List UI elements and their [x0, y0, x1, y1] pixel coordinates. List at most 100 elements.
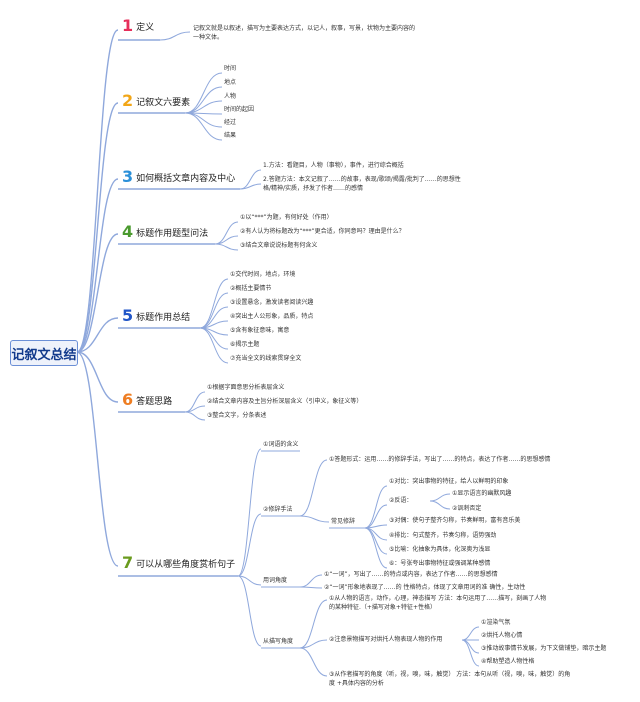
connector-line — [239, 183, 262, 190]
connector-line — [184, 411, 206, 421]
list-item: ③对偶：使句子整齐匀称，节奏鲜明，富有音乐美 — [389, 517, 521, 524]
root-connector — [76, 102, 119, 353]
list-item: ②“一词”形象地表现了……的 性格特点，体现了文章用词的准 确性，生动性 — [324, 584, 526, 591]
root-connector — [76, 351, 119, 403]
list-item: ③设置悬念，激发读者阅读兴趣 — [230, 299, 314, 306]
list-item: ④排比：句式整齐，节奏匀称，语势强劲 — [389, 532, 497, 539]
connector-line — [299, 647, 328, 677]
root-connector — [76, 317, 119, 353]
leaf-connector — [159, 31, 191, 41]
sub-node: 从描写角度 — [263, 638, 294, 645]
list-item: ⑤比喻：化抽象为具体，化深奥为浅显 — [389, 546, 491, 553]
connector-line — [364, 527, 388, 569]
list-item: ②反语： — [389, 497, 413, 504]
list-item: ③整合文字，分条表述 — [207, 412, 267, 419]
root-connector — [76, 233, 119, 353]
list-item: 时间 — [224, 65, 237, 72]
connector-line — [237, 448, 262, 577]
branch-number: 1 — [122, 16, 134, 35]
connector-line — [429, 493, 451, 502]
connector-line — [199, 292, 229, 329]
rhetoric-answer-format: ①答题形式：运用……的修辞手法，写出了……的特点，表达了作者……的思想感情 — [329, 456, 551, 463]
branch-label: 标题作用总结 — [136, 312, 191, 323]
list-item: 地点 — [224, 79, 237, 86]
connector-line — [184, 86, 223, 114]
sub-node: 常见修辞 — [331, 518, 356, 525]
branch-number: 3 — [122, 167, 134, 186]
list-item: ①对比：突出事物的特征，给人以鲜明的印象 — [389, 478, 509, 485]
connector-line — [184, 112, 223, 141]
branch-label: 标题作用题型问法 — [136, 228, 209, 239]
sub-node: ①词语的含义 — [263, 441, 299, 448]
connector-line — [184, 112, 223, 128]
connector-line — [364, 504, 388, 529]
branch-number: 5 — [122, 306, 134, 325]
connector-line — [299, 459, 328, 517]
connector-line — [364, 527, 388, 555]
root-node: 记叙文总结 — [10, 340, 78, 366]
root-connector — [76, 29, 119, 353]
connector-line — [299, 515, 330, 523]
list-item: ⑦充当全文的线索贯穿全文 — [230, 355, 302, 362]
list-item: ⑥揭示主题 — [230, 341, 260, 348]
connector-line — [237, 575, 262, 647]
list-item: ②讽刺否定 — [452, 505, 482, 512]
list-item: ①显示语言的幽默风趣 — [452, 490, 512, 497]
root-connector — [76, 178, 119, 353]
branch-number: 2 — [122, 91, 134, 110]
connector-line — [299, 574, 323, 588]
list-item: 人物 — [224, 93, 237, 100]
list-item: ③结合文章说说标题有何含义 — [240, 242, 318, 249]
list-item: ②结合文章内容及主旨分析深层含义（引申义，象征义等） — [207, 398, 363, 405]
list-item: ④突出主人公形象，品质，特点 — [230, 313, 314, 320]
root-connector — [76, 351, 119, 567]
list-item: 经过 — [224, 119, 237, 126]
connector-line — [199, 278, 229, 329]
list-item: ①从人物的语言，动作，心理，神态描写 方法：本句运用了……描写，刻画了人物 的某… — [329, 595, 547, 611]
connector-line — [461, 639, 480, 654]
connector-line — [429, 500, 451, 510]
list-item: 2.答题方法：本文记叙了……的故事，表现/歌颂/揭露/批判了……的思想性格/精神… — [263, 176, 461, 192]
list-item: ③推动故事情节发展，为下文做铺垫，暗示主题 — [481, 645, 607, 652]
list-item: ③从作者描写的角度（听，视，嗅，味，触觉） 方法：本句从听（视，嗅，味，触觉）的… — [329, 671, 571, 687]
connector-line — [237, 575, 262, 586]
branch-label: 记叙文六要素 — [136, 97, 191, 108]
branch-number: 4 — [122, 222, 134, 241]
list-item: ①渲染气氛 — [481, 619, 511, 626]
list-item: ⑥：号张夸出事物特征或强调某种感情 — [389, 560, 491, 567]
list-item: ②有人认为将标题改为“***”更合适，你同意吗？理由是什么？ — [240, 228, 405, 235]
connector-line — [199, 327, 229, 364]
branch-label: 答题思路 — [136, 396, 173, 407]
branch-label: 定义 — [136, 22, 155, 33]
connector-line — [299, 586, 323, 589]
list-item: ①“一词”，写出了……的特点或内容，表达了作者……的思想感情 — [324, 571, 498, 578]
list-item: 结果 — [224, 132, 237, 139]
list-item: ②概括主要情节 — [230, 285, 272, 292]
list-item: ②烘托人物心情 — [481, 632, 523, 639]
branch-label: 如何概括文章内容及中心 — [136, 173, 236, 184]
list-item: ②注意景物描写对烘托人物表现人物的作用 — [329, 636, 443, 643]
branch-number: 7 — [122, 553, 134, 572]
root-label: 记叙文总结 — [11, 347, 77, 363]
definition-text: 记叙文就是以叙述，描写为主要表达方式，以记人，叙事，写景，状物为主要内容的 一种… — [193, 25, 416, 41]
list-item: ①以“***”为题，有何好处（作用） — [240, 214, 333, 221]
list-item: ④帮助塑造人物性格 — [481, 658, 535, 665]
list-item: 1.方法：看题目，人物（事物），事件，进行综合概括 — [263, 162, 404, 169]
list-item: 时间的起因 — [224, 106, 255, 113]
connector-line — [461, 626, 480, 641]
connector-line — [214, 243, 239, 251]
connector-line — [237, 513, 262, 577]
connector-line — [299, 639, 328, 649]
sub-node: ②修辞手法 — [263, 506, 293, 513]
branch-number: 6 — [122, 390, 134, 409]
connector-line — [299, 599, 328, 649]
connector-line — [461, 639, 480, 667]
list-item: ①根据字面意思分析表层含义 — [207, 384, 285, 391]
